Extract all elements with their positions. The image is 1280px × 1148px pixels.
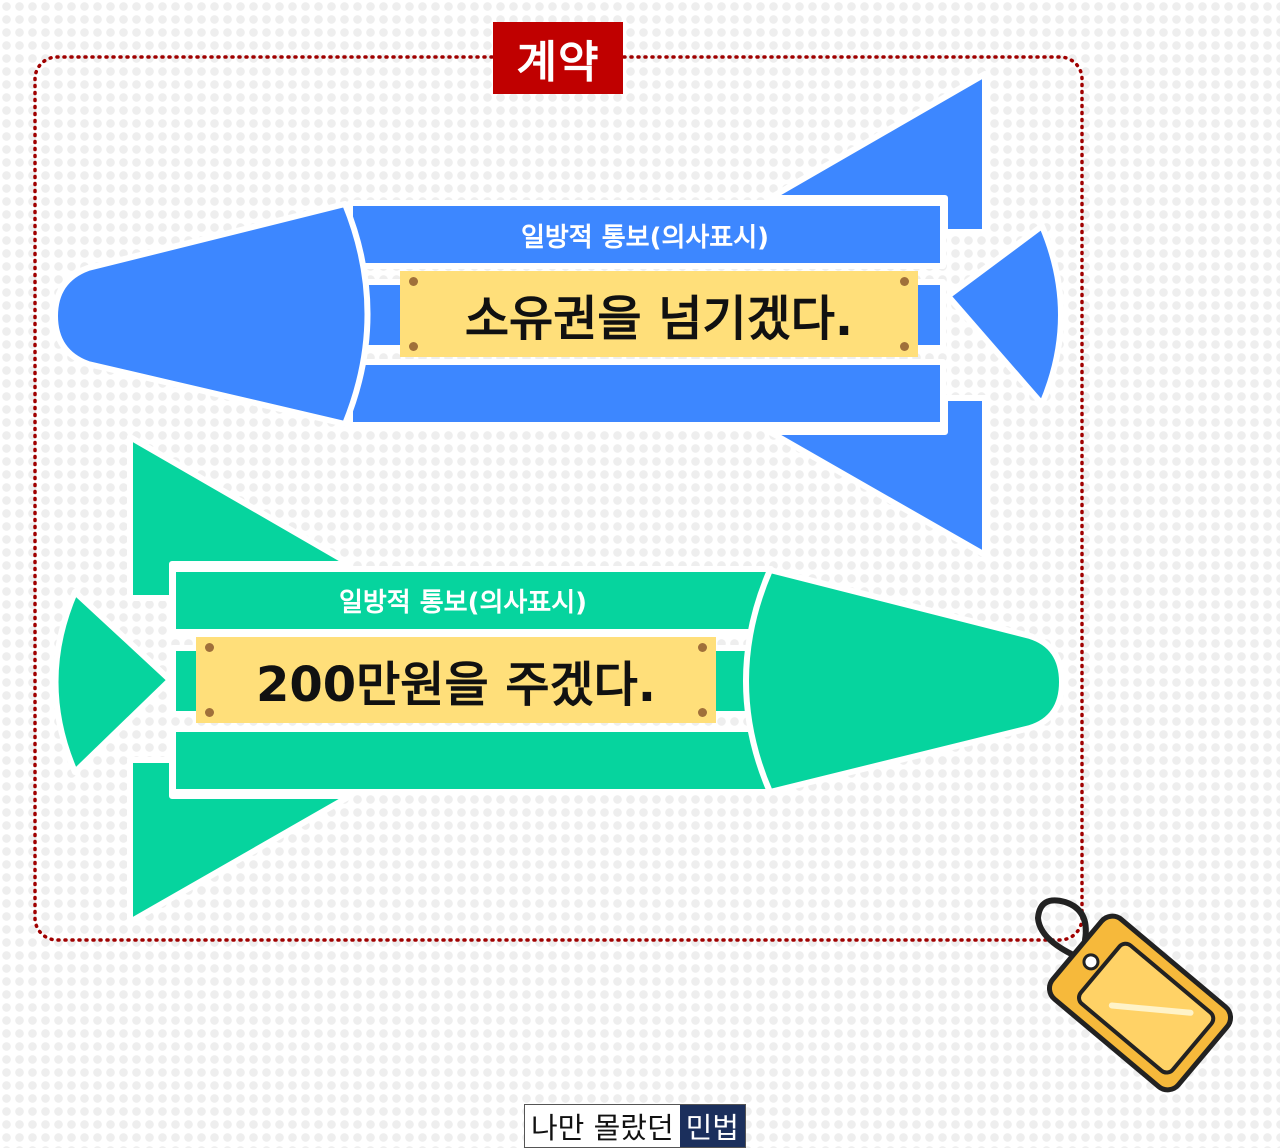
footer-part2: 민법	[679, 1105, 745, 1147]
blue-rocket-subtitle: 일방적 통보(의사표시)	[520, 223, 770, 253]
blue-rocket-tail-fin	[945, 223, 1064, 407]
green-rocket-subtitle: 일방적 통보(의사표시)	[338, 588, 588, 618]
plaque-nail	[698, 708, 707, 717]
green-rocket-tail-fin	[52, 589, 173, 775]
blue-rocket-nose	[52, 201, 371, 427]
dotted-frame	[33, 55, 1084, 942]
plaque-nail	[205, 643, 214, 652]
blue-rocket-plaque: 소유권을 넘기겠다.	[400, 271, 918, 357]
plaque-nail	[698, 643, 707, 652]
blue-rocket-bottom-band	[347, 359, 946, 428]
luggage-tag-icon	[1034, 897, 1234, 1093]
title-badge: 계약	[493, 22, 623, 94]
plaque-nail	[900, 277, 909, 286]
blue-rocket-top-band	[347, 200, 946, 269]
green-rocket-bottom-band	[170, 726, 774, 795]
blue-rocket-plaque-text: 소유권을 넘기겠다.	[464, 291, 854, 347]
plaque-nail	[409, 342, 418, 351]
plaque-nail	[205, 708, 214, 717]
footer-part1: 나만 몰랐던	[525, 1105, 680, 1147]
green-rocket-top-band	[170, 566, 774, 635]
plaque-nail	[409, 277, 418, 286]
plaque-nail	[900, 342, 909, 351]
green-rocket-plaque-text: 200만원을 주겠다.	[255, 657, 657, 713]
footer-label: 나만 몰랐던 민법	[524, 1104, 746, 1148]
green-rocket-nose	[743, 567, 1065, 795]
green-rocket-plaque: 200만원을 주겠다.	[196, 637, 716, 723]
